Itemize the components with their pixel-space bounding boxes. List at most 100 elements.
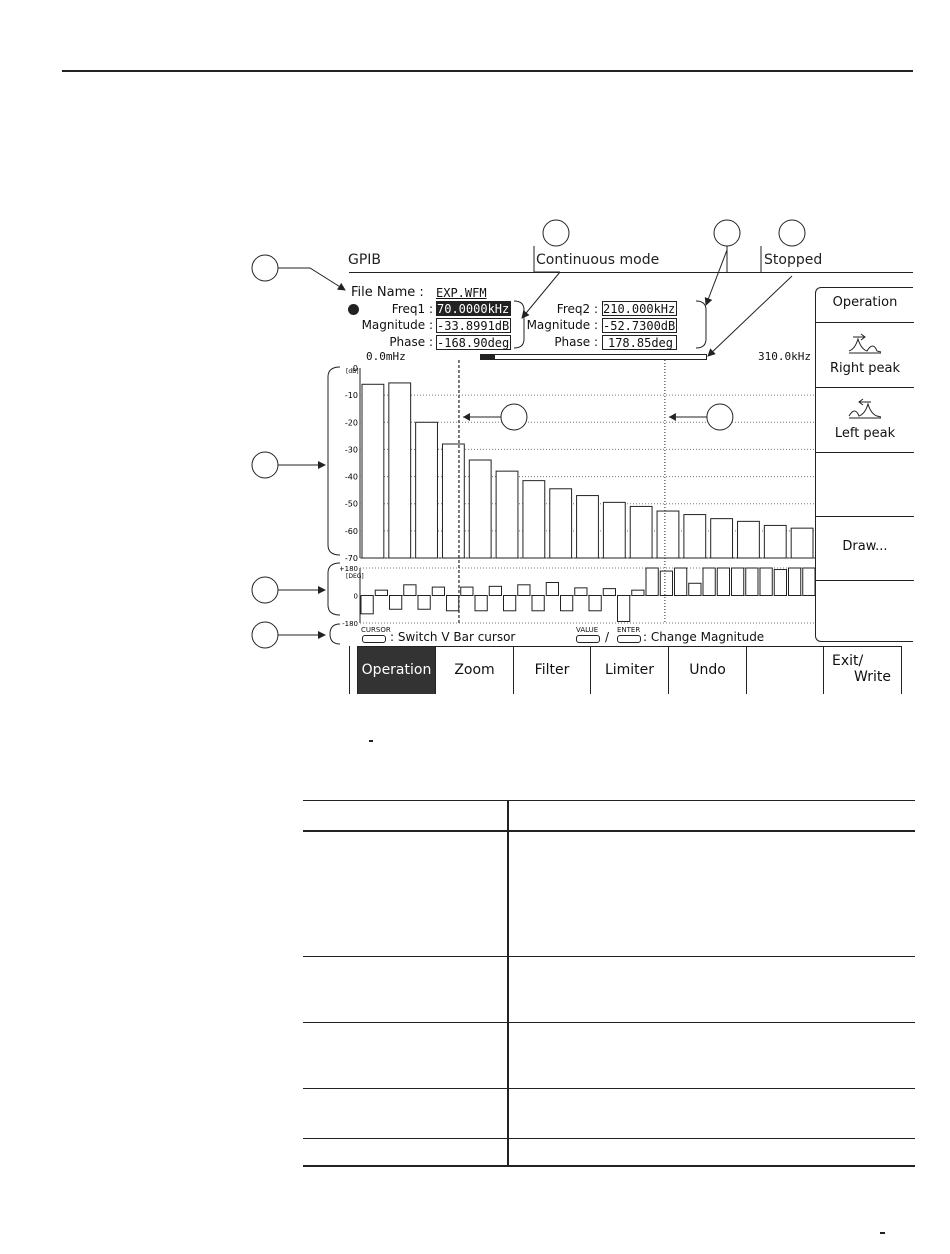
bottom-menu: Operation Zoom Filter Limiter Undo Exit/… bbox=[349, 646, 902, 694]
freq-start-label: 0.0mHz bbox=[366, 350, 406, 363]
phase-bar bbox=[588, 595, 602, 612]
magnitude-bar bbox=[388, 382, 412, 559]
tab-undo[interactable]: Undo bbox=[668, 646, 746, 694]
magnitude-bar bbox=[710, 518, 734, 559]
magnitude-tick-label: 0 bbox=[353, 364, 358, 373]
status-divider bbox=[349, 272, 913, 273]
run-status: Stopped bbox=[764, 252, 823, 268]
magnitude-tick-label: -40 bbox=[345, 473, 358, 482]
magnitude-bar bbox=[495, 470, 519, 559]
tab-empty[interactable] bbox=[746, 646, 823, 694]
table-row-rule-3 bbox=[303, 1088, 915, 1089]
enter-key-label: ENTER bbox=[617, 626, 641, 634]
magnitude-bar bbox=[737, 520, 760, 559]
phase-bar bbox=[745, 567, 759, 596]
right-peak-button[interactable]: Right peak bbox=[816, 322, 914, 387]
freq2-label: Freq2 : bbox=[556, 302, 598, 316]
phase-bar bbox=[446, 595, 460, 612]
phase-bar bbox=[417, 595, 431, 610]
phase1-field[interactable]: -168.90deg bbox=[436, 335, 511, 350]
draw-button[interactable]: Draw... bbox=[816, 516, 914, 580]
right-peak-label: Right peak bbox=[829, 361, 901, 376]
phase1-label: Phase : bbox=[389, 335, 433, 349]
mode-status: Continuous mode bbox=[536, 252, 660, 268]
magnitude-bar bbox=[602, 501, 626, 559]
magnitude1-label: Magnitude : bbox=[361, 318, 433, 332]
side-menu-empty-1[interactable] bbox=[816, 452, 914, 516]
phase-bar bbox=[702, 567, 716, 596]
magnitude1-field[interactable]: -33.8991dB bbox=[436, 318, 511, 333]
tab-filter[interactable]: Filter bbox=[513, 646, 590, 694]
magnitude-bar bbox=[522, 480, 546, 559]
side-menu-empty-2[interactable] bbox=[816, 580, 914, 643]
exit-write-button[interactable]: Exit/ Write bbox=[823, 646, 902, 694]
table-row-rule-1 bbox=[303, 956, 915, 957]
magnitude-tick-label: -20 bbox=[345, 418, 358, 427]
magnitude-tick-label: -70 bbox=[345, 554, 358, 563]
phase-bar bbox=[659, 570, 673, 597]
phase-bar bbox=[773, 569, 787, 596]
phase-tick-label: -180 bbox=[342, 620, 358, 628]
tab-zoom[interactable]: Zoom bbox=[435, 646, 513, 694]
freq1-field[interactable]: 70.0000kHz bbox=[436, 301, 511, 316]
write-label: Write bbox=[854, 669, 891, 685]
magnitude2-field[interactable]: -52.7300dB bbox=[602, 318, 677, 333]
bottom-menu-left-edge bbox=[349, 646, 357, 694]
magnitude-bar bbox=[441, 443, 465, 559]
phase-bar bbox=[431, 586, 445, 597]
freq2-field[interactable]: 210.000kHz bbox=[602, 301, 677, 316]
tab-limiter[interactable]: Limiter bbox=[590, 646, 668, 694]
phase-unit-label: [DEG] bbox=[346, 573, 364, 580]
phase-bar bbox=[674, 567, 688, 596]
cursor-arrowhead-1 bbox=[462, 413, 470, 421]
phase-bar bbox=[574, 587, 588, 597]
magnitude-bar bbox=[790, 527, 814, 559]
phase2-field[interactable]: 178.85deg bbox=[602, 335, 677, 350]
magnitude2-label: Magnitude : bbox=[526, 318, 598, 332]
magnitude-bar bbox=[656, 510, 680, 559]
callout-cursor2 bbox=[713, 219, 741, 247]
tab-operation[interactable]: Operation bbox=[357, 646, 435, 694]
enter-key-icon bbox=[617, 635, 641, 643]
caption-mark bbox=[369, 740, 373, 742]
table-header-rule bbox=[303, 830, 915, 832]
phase-bar bbox=[602, 588, 616, 596]
value-key-label: VALUE bbox=[576, 626, 599, 634]
phase-bar bbox=[759, 567, 773, 596]
table-column-rule bbox=[507, 800, 509, 1167]
phase-bar bbox=[488, 585, 502, 596]
cursor-overlay bbox=[458, 360, 734, 623]
phase-bar bbox=[474, 595, 488, 612]
magnitude-plot: 0-10-20-30-40-50-60-70[dB] bbox=[345, 364, 816, 563]
magnitude-bar bbox=[361, 383, 385, 559]
phase-bar bbox=[716, 567, 730, 596]
magnitude-bar bbox=[683, 514, 707, 559]
scroll-bar[interactable] bbox=[480, 354, 707, 360]
cursor-callout-1 bbox=[500, 403, 528, 431]
magnitude-tick-label: -60 bbox=[345, 527, 358, 536]
value-key-icon bbox=[576, 635, 600, 643]
magnitude-bar bbox=[576, 495, 599, 559]
scroll-thumb[interactable] bbox=[481, 355, 495, 359]
file-name-value[interactable]: EXP.WFM bbox=[436, 286, 487, 300]
phase-bar bbox=[545, 582, 559, 596]
phase-bar bbox=[688, 582, 702, 596]
cursor-key-label: CURSOR bbox=[361, 626, 391, 634]
table-row-rule-4 bbox=[303, 1138, 915, 1139]
phase-bar bbox=[517, 584, 531, 597]
hint-slash: / bbox=[605, 630, 610, 644]
table-bottom-rule bbox=[303, 1165, 915, 1167]
file-name-label: File Name : bbox=[351, 285, 424, 300]
change-hint-text: : Change Magnitude bbox=[643, 630, 765, 644]
callout-hint bbox=[251, 621, 279, 649]
left-peak-label: Left peak bbox=[834, 426, 896, 441]
left-peak-button[interactable]: Left peak bbox=[816, 387, 914, 452]
phase-bar bbox=[731, 567, 745, 596]
magnitude-bar bbox=[629, 505, 653, 559]
cursor-arrowhead-2 bbox=[668, 413, 676, 421]
magnitude-tick-label: -30 bbox=[345, 445, 358, 454]
magnitude-bar bbox=[468, 459, 492, 559]
phase-bar bbox=[631, 589, 645, 596]
phase-bar bbox=[460, 586, 474, 597]
